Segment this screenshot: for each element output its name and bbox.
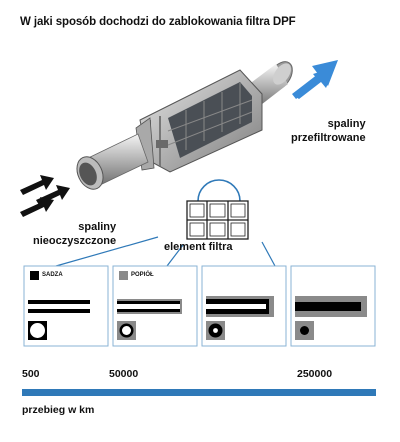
ash-legend-label: POPIÓŁ [131,272,154,278]
exhaust-in-label: spaliny nieoczyszczone [33,220,116,248]
exhaust-out-line2: przefiltrowane [291,132,366,144]
axis-title: przebieg w km [22,404,95,416]
exhaust-out-line1: spaliny [327,118,366,130]
stage-4-channel [295,296,367,340]
stage-1-channel [28,300,90,340]
mileage-axis-bar [22,389,376,396]
output-arrow-icon [292,60,338,99]
filter-element-label: element filtra [164,241,233,253]
exhaust-in-line1: spaliny [78,221,117,233]
exhaust-in-line2: nieoczyszczone [33,235,117,247]
canister-body [135,69,263,173]
filter-element-grid [186,200,249,240]
exhaust-out-label: spaliny przefiltrowane [291,117,366,145]
stage-2-channel [117,299,182,340]
soot-legend-label: SADZA [42,272,63,278]
inlet-pipe [76,133,149,190]
axis-tick-label: 500 [22,368,40,380]
ash-legend-swatch [119,271,128,280]
intake-arrows-icon [20,175,70,217]
axis-tick-label: 50000 [109,368,139,380]
stage-3-channel [206,296,274,340]
axis-tick-label: 250000 [297,368,333,380]
soot-legend-swatch [30,271,39,280]
diagram-title: W jaki sposób dochodzi do zablokowania f… [20,16,296,28]
connector-lines [55,236,276,267]
